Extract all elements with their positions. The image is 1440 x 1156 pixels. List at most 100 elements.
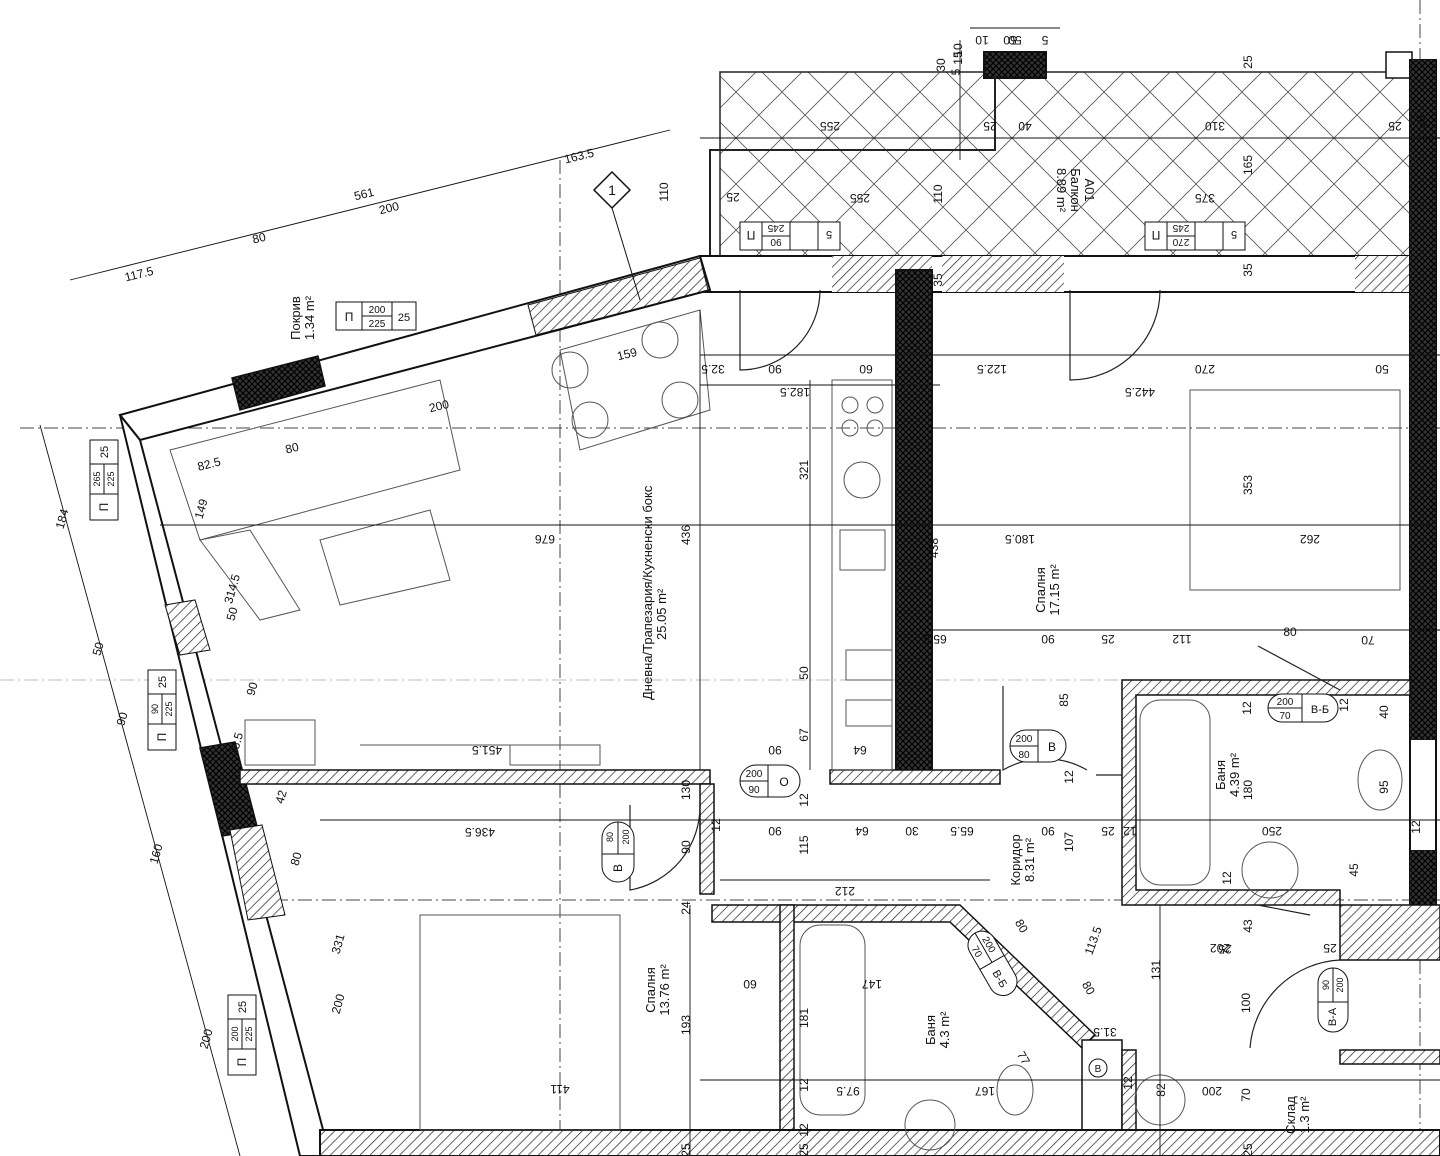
window-sill: 5 (1231, 228, 1237, 240)
dimension-label: 50 (90, 640, 107, 657)
window-width: 200 (369, 305, 386, 316)
dimension-label: 12 (1240, 701, 1254, 715)
window-tag: 25 200 225 П (227, 994, 257, 1076)
dimension-label: 95 (1377, 780, 1391, 794)
door-width: 90 (1321, 980, 1331, 990)
dimension-label: 270 (1195, 362, 1215, 376)
dimension-label: 165 (1241, 155, 1255, 175)
dimension-label: 25 (679, 1143, 693, 1156)
dimension-label: 40 (1018, 119, 1032, 133)
dimension-label: 255 (820, 119, 840, 133)
dimension-label: 331 (329, 932, 348, 955)
room-area: 13.76 m² (657, 964, 672, 1016)
dimension-label: 442.5 (1125, 385, 1155, 399)
dimension-label: 115 (797, 835, 811, 854)
dimension-label: 149 (192, 497, 211, 520)
window-width: 90 (150, 704, 160, 714)
dimension-label: 12 (1409, 820, 1423, 834)
dimension-label: 65.5 (950, 824, 974, 838)
dimension-label: 50 (797, 666, 811, 680)
roof-name: Покрив (288, 296, 303, 340)
dimension-label: 80 (1283, 625, 1297, 639)
dimension-label: 12 (797, 1123, 811, 1137)
door-tag: 200 70 В-Б (967, 930, 1018, 997)
dimension-label: 60 (859, 362, 873, 376)
dimension-label: 436.5 (465, 825, 495, 839)
dimension-label: 25 (1388, 119, 1402, 133)
window-tag: 25 265 225 П (89, 439, 119, 521)
dimension-label: 12 (1337, 698, 1351, 712)
dimension-label: 12 (797, 793, 811, 807)
room-label-bath1: Баня 4.39 m² (1213, 752, 1242, 797)
window-type: П (747, 228, 756, 242)
dimension-label: 80 (251, 230, 268, 247)
dimension-label: 25 (983, 119, 997, 133)
window-width: 270 (1172, 236, 1189, 247)
dimension-label: 10 (951, 43, 965, 57)
dimension-label: 200 (378, 199, 401, 218)
dimension-label: 24 (679, 901, 693, 915)
dimension-label: 110 (931, 184, 945, 203)
dimension-label: 65.5 (923, 632, 947, 646)
dimension-label: 50 (1375, 362, 1389, 376)
dimension-label: 5 (949, 68, 963, 75)
door-tag: В (1088, 1058, 1108, 1078)
dimension-label: 321 (797, 460, 811, 480)
dimension-label: 25 (1101, 632, 1115, 646)
window-tag: 5 270 245 П (1144, 221, 1246, 251)
balcony-code: А01 (1082, 178, 1097, 201)
door-type: В (1048, 740, 1056, 754)
dimension-label: 32.5 (701, 362, 725, 376)
dimension-label: 200 (428, 397, 451, 416)
room-label-storage: Склад 1.3 m² (1283, 1096, 1312, 1134)
dimension-label: 130 (679, 780, 693, 800)
dimension-label: 167 (975, 1084, 995, 1098)
balcony-area: 8.89 m² (1054, 168, 1069, 213)
door-height: 200 (1016, 734, 1033, 745)
door-height: 200 (1277, 697, 1294, 708)
dimension-label: 262 (1300, 532, 1320, 546)
dimension-label: 80 (284, 440, 301, 457)
window-sill: 25 (237, 1001, 249, 1013)
window-height: 245 (1172, 222, 1189, 233)
window-type: П (155, 733, 169, 742)
dimension-label: 67 (797, 728, 811, 742)
dimension-label: 107 (1062, 832, 1076, 852)
room-area: 8.31 m² (1022, 837, 1037, 882)
dimension-label: 255 (850, 191, 870, 205)
dimension-lines (39, 27, 1440, 1156)
window-tag: П 200 225 25 (335, 301, 417, 331)
window-sill: 25 (398, 312, 410, 324)
window-sill: 25 (157, 676, 169, 688)
dimension-label: 85 (1057, 693, 1071, 707)
door-type: О (779, 775, 788, 789)
dimension-label: 438 (927, 538, 941, 558)
dimension-label: 45 (1347, 863, 1361, 877)
door-tag: 200 80 В (1009, 729, 1067, 763)
dimension-label: 113.5 (1082, 924, 1105, 956)
room-label-bath2: Баня 4.3 m² (923, 1011, 952, 1049)
section-marker-label: 1 (608, 182, 616, 198)
dimension-label: 80 (1079, 979, 1098, 998)
room-name: Спалня (643, 967, 658, 1012)
door-type: В-Б (1311, 704, 1329, 716)
window-sill: 25 (99, 446, 111, 458)
dimension-label: 30 (934, 58, 948, 72)
dimension-label: 25 (1241, 55, 1255, 69)
door-type: В-А (1327, 1007, 1339, 1026)
dimension-label: 160 (147, 842, 166, 865)
dimension-label: 163.5 (563, 146, 596, 167)
dimension-label: 42 (273, 788, 290, 805)
dimension-label: 70 (1239, 1088, 1253, 1102)
door-width: 70 (969, 944, 984, 960)
dimension-label: 30 (905, 824, 919, 838)
dimension-label: 180.5 (1005, 532, 1035, 546)
dimension-label: 5 (1041, 33, 1048, 47)
dimension-label: 43 (1241, 919, 1255, 933)
dimension-label: 35 (1414, 115, 1428, 129)
door-height: 200 (1335, 977, 1345, 992)
window-width: 200 (230, 1026, 240, 1041)
section-marker: 1 (592, 170, 641, 301)
dimension-label: 25 (1101, 824, 1115, 838)
